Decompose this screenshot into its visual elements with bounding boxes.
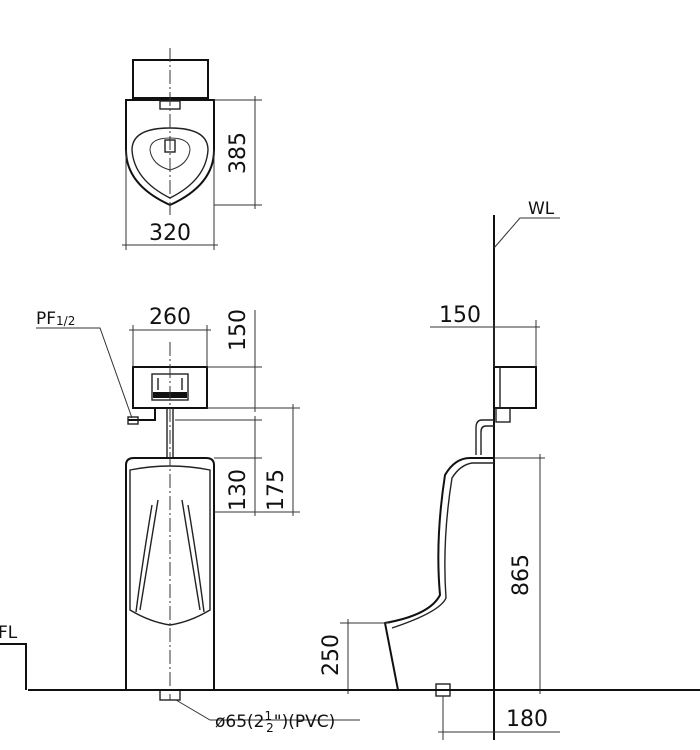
side-sensor-box: [493, 366, 537, 409]
floor: FL: [0, 623, 700, 691]
pipe-leader-line: [175, 699, 360, 721]
front-gap-b-dim: 175: [264, 469, 289, 511]
side-sensor-depth-dim: 150: [439, 303, 481, 328]
fl-step: [0, 643, 27, 690]
front-gap-a-dim: 130: [226, 469, 251, 511]
side-valve: [495, 407, 511, 423]
front-urinal-basin: [129, 465, 211, 626]
front-sensor-height-dim: 150: [226, 309, 251, 351]
fl-label: FL: [0, 623, 18, 643]
top-view-bowl-inner: [131, 127, 209, 199]
side-height-dim: 865: [509, 554, 534, 596]
side-urinal-profile: [383, 457, 494, 691]
side-view: WL 150 865 250 180: [319, 199, 560, 740]
front-sensor-width-dim: 260: [149, 305, 191, 330]
pf-leader-line: [36, 327, 133, 419]
top-height-dim: 385: [226, 132, 251, 174]
side-base-height-dim: 250: [319, 634, 344, 676]
top-view-drain: [149, 137, 191, 171]
top-view: 385 320: [122, 48, 262, 250]
wl-label: WL: [528, 199, 555, 219]
wl-leader-line: [493, 217, 560, 249]
pf-label: PF1/2: [36, 309, 75, 329]
top-width-dim: 320: [149, 221, 191, 246]
side-flush-pipe: [475, 419, 494, 455]
front-supply-pipe: [128, 408, 156, 421]
side-floor-offset-dim: 180: [506, 707, 548, 732]
